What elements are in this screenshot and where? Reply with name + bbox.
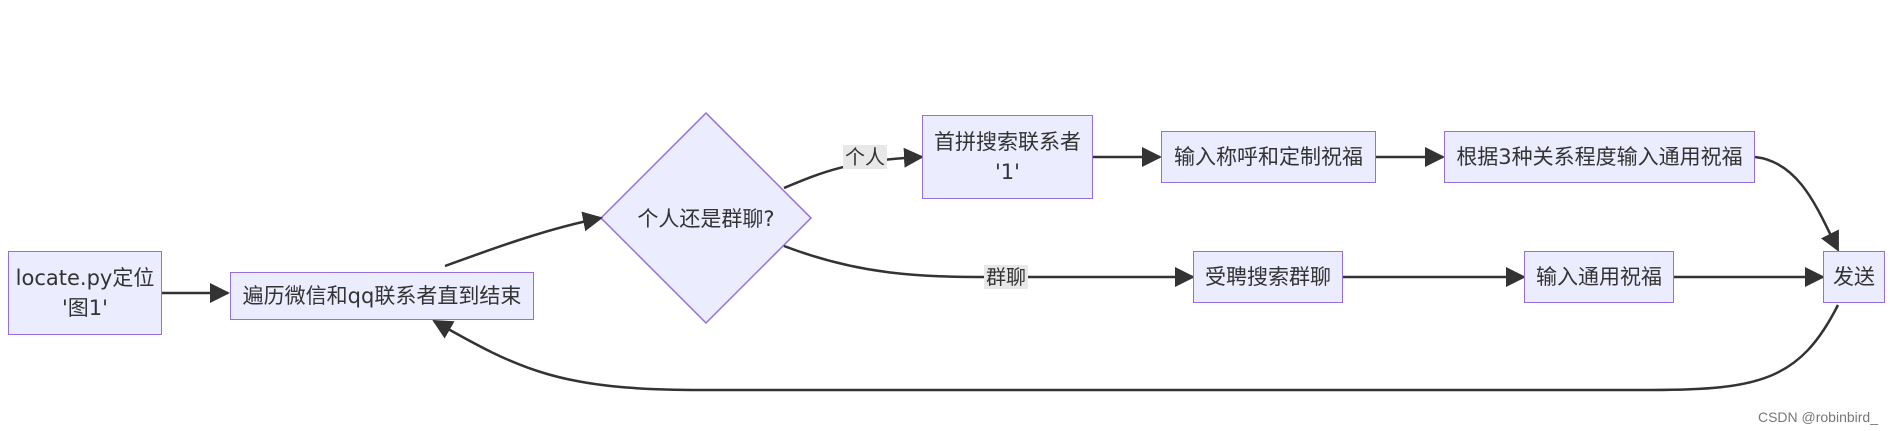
edge-decision-to-pinyin-search xyxy=(783,147,924,190)
edge-send-to-traverse xyxy=(432,304,1840,392)
node-locate: locate.py定位 '图1' xyxy=(8,251,162,335)
node-group-search-label: 受聘搜索群聊 xyxy=(1205,264,1331,289)
node-input-custom: 输入称呼和定制祝福 xyxy=(1161,131,1376,183)
edge-decision-to-group-search xyxy=(783,244,1195,287)
node-traverse-label: 遍历微信和qq联系者直到结束 xyxy=(242,283,522,308)
node-by-relation-label: 根据3种关系程度输入通用祝福 xyxy=(1456,144,1743,169)
node-send: 发送 xyxy=(1823,251,1885,303)
node-group-search: 受聘搜索群聊 xyxy=(1193,251,1343,303)
node-traverse: 遍历微信和qq联系者直到结束 xyxy=(230,272,534,320)
edge-label-personal: 个人 xyxy=(843,145,887,169)
node-decision: 个人还是群聊? xyxy=(611,198,801,238)
node-locate-label: locate.py定位 '图1' xyxy=(15,265,155,320)
node-send-label: 发送 xyxy=(1833,264,1875,289)
node-by-relation: 根据3种关系程度输入通用祝福 xyxy=(1444,131,1755,183)
node-decision-label: 个人还是群聊? xyxy=(637,207,775,231)
edge-label-group: 群聊 xyxy=(984,265,1028,289)
edge-traverse-to-decision xyxy=(444,211,603,268)
node-pinyin-search: 首拼搜索联系者 '1' xyxy=(922,115,1093,199)
node-input-general-label: 输入通用祝福 xyxy=(1536,264,1662,289)
decision-diamond xyxy=(599,111,813,325)
node-input-general: 输入通用祝福 xyxy=(1524,251,1674,303)
node-input-custom-label: 输入称呼和定制祝福 xyxy=(1174,144,1363,169)
edge-by-relation-to-send xyxy=(1754,155,1840,252)
node-pinyin-search-label: 首拼搜索联系者 '1' xyxy=(934,129,1081,184)
watermark: CSDN @robinbird_ xyxy=(1757,409,1878,425)
